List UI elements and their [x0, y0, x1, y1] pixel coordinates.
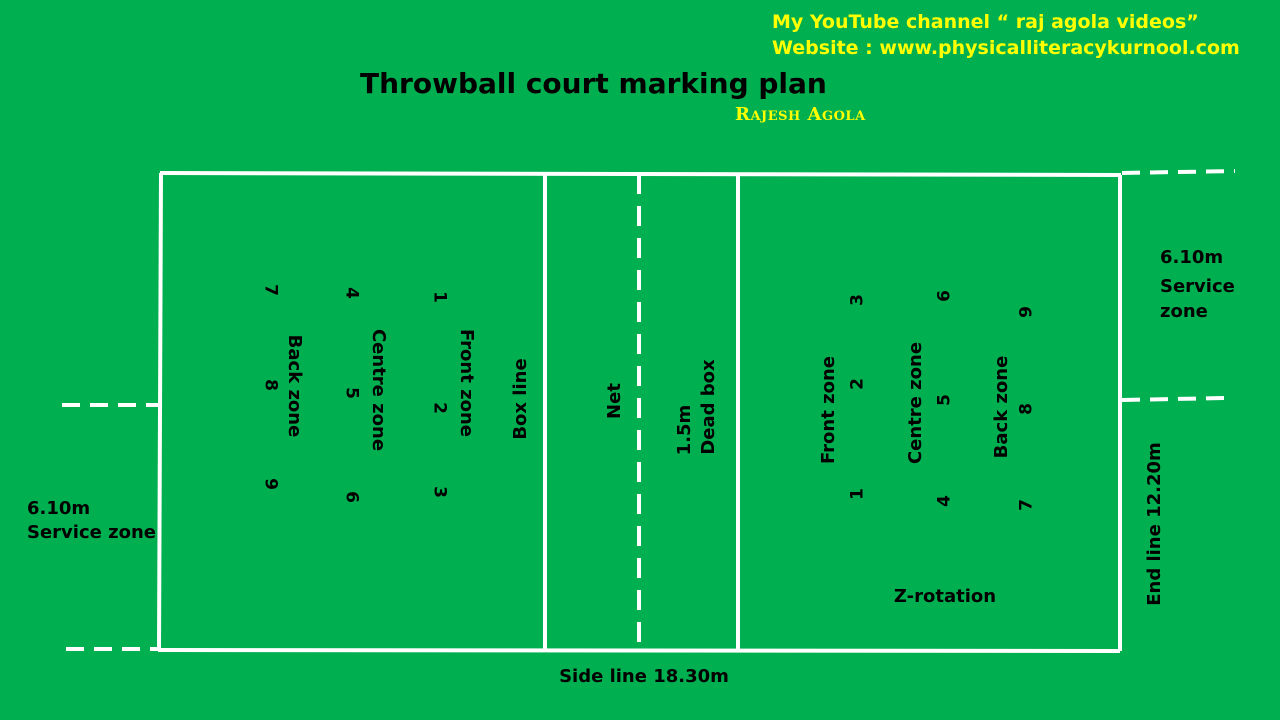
court-bottom-side-line [157, 648, 1121, 653]
left-back-number-8: 8 [260, 379, 281, 391]
right-service-zone-label-line1: Service [1160, 276, 1235, 297]
left-front-number-3: 3 [429, 486, 450, 498]
website-text: Website : www.physicalliteracykurnool.co… [772, 37, 1240, 59]
left-centre-number-4: 4 [341, 287, 362, 299]
left-centre-number-6: 6 [341, 491, 362, 503]
left-back-zone-label: Back zone [284, 334, 305, 438]
right-service-zone-bottom-line [1121, 396, 1226, 402]
left-service-zone-size: 6.10m [27, 498, 91, 519]
author-name: Rajesh Agola [735, 104, 866, 125]
right-centre-zone-label: Centre zone [905, 341, 926, 465]
right-front-number-3: 3 [847, 294, 868, 306]
right-back-zone-label: Back zone [991, 355, 1012, 459]
net-label: Net [604, 383, 625, 419]
box-line-label: Box line [510, 358, 531, 440]
left-front-zone-label: Front zone [456, 329, 477, 437]
dead-box-label: Dead box [698, 359, 719, 455]
right-centre-number-6: 6 [934, 290, 955, 302]
left-centre-zone-label: Centre zone [368, 328, 389, 452]
end-line-measurement: End line 12.20m [1144, 442, 1165, 606]
right-back-number-9: 9 [1016, 306, 1037, 318]
right-centre-number-5: 5 [934, 394, 955, 406]
right-front-zone-label: Front zone [818, 356, 839, 464]
side-line-measurement: Side line 18.30m [559, 666, 729, 687]
right-front-number-2: 2 [847, 378, 868, 390]
left-front-number-2: 2 [429, 402, 450, 414]
right-front-number-1: 1 [847, 488, 868, 500]
right-service-zone-size: 6.10m [1160, 247, 1224, 268]
z-rotation-label: Z-rotation [893, 586, 997, 607]
right-service-zone-top-line [1121, 169, 1236, 175]
left-back-number-9: 9 [260, 478, 281, 490]
left-front-number-1: 1 [429, 291, 450, 303]
page-title: Throwball court marking plan [360, 67, 827, 100]
left-service-zone-label: Service zone [27, 522, 156, 543]
right-centre-number-4: 4 [934, 495, 955, 507]
youtube-channel-text: My YouTube channel “ raj agola videos” [772, 11, 1199, 33]
right-service-zone-label-line2: zone [1160, 301, 1208, 322]
left-centre-number-5: 5 [341, 387, 362, 399]
left-back-number-7: 7 [260, 284, 281, 296]
right-back-number-8: 8 [1016, 403, 1037, 415]
court-left-end-line [157, 172, 163, 651]
dead-box-size-label: 1.5m [674, 404, 695, 456]
right-back-number-7: 7 [1016, 499, 1037, 511]
